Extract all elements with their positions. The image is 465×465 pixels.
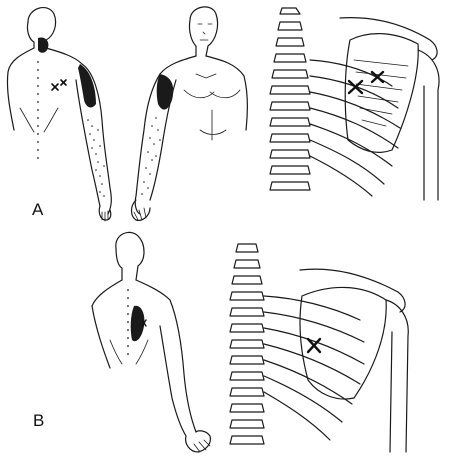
arm-stipple-a xyxy=(87,119,105,197)
scapula-a xyxy=(344,33,419,153)
panel-label-b: B xyxy=(33,411,45,430)
scapula-b xyxy=(299,286,387,400)
neck-pain-area xyxy=(38,37,49,53)
spine-dots-a xyxy=(37,61,39,159)
trigger-point-a-scapula xyxy=(347,70,385,95)
panel-b-back-figure xyxy=(91,231,211,453)
trigger-point-b-scapula xyxy=(306,337,322,354)
scapular-pain-area xyxy=(130,305,145,342)
panel-label-a: A xyxy=(32,200,44,219)
ribs-a xyxy=(309,59,401,197)
spine-a xyxy=(269,7,311,191)
trigger-point-b-back xyxy=(141,319,147,327)
panel-a-front-figure xyxy=(130,6,248,221)
front-shoulder-pain-area xyxy=(156,74,174,110)
trigger-point-a-back xyxy=(51,79,67,91)
arm-stipple-a-front xyxy=(141,117,161,195)
panel-a-back-figure xyxy=(6,6,112,222)
panel-a-skeleton xyxy=(269,7,440,201)
ribs-b xyxy=(263,295,365,441)
shoulder-pain-area xyxy=(78,64,96,108)
panel-b-skeleton xyxy=(229,243,409,453)
spine-dots-b xyxy=(127,289,129,355)
spine-b xyxy=(229,243,265,445)
